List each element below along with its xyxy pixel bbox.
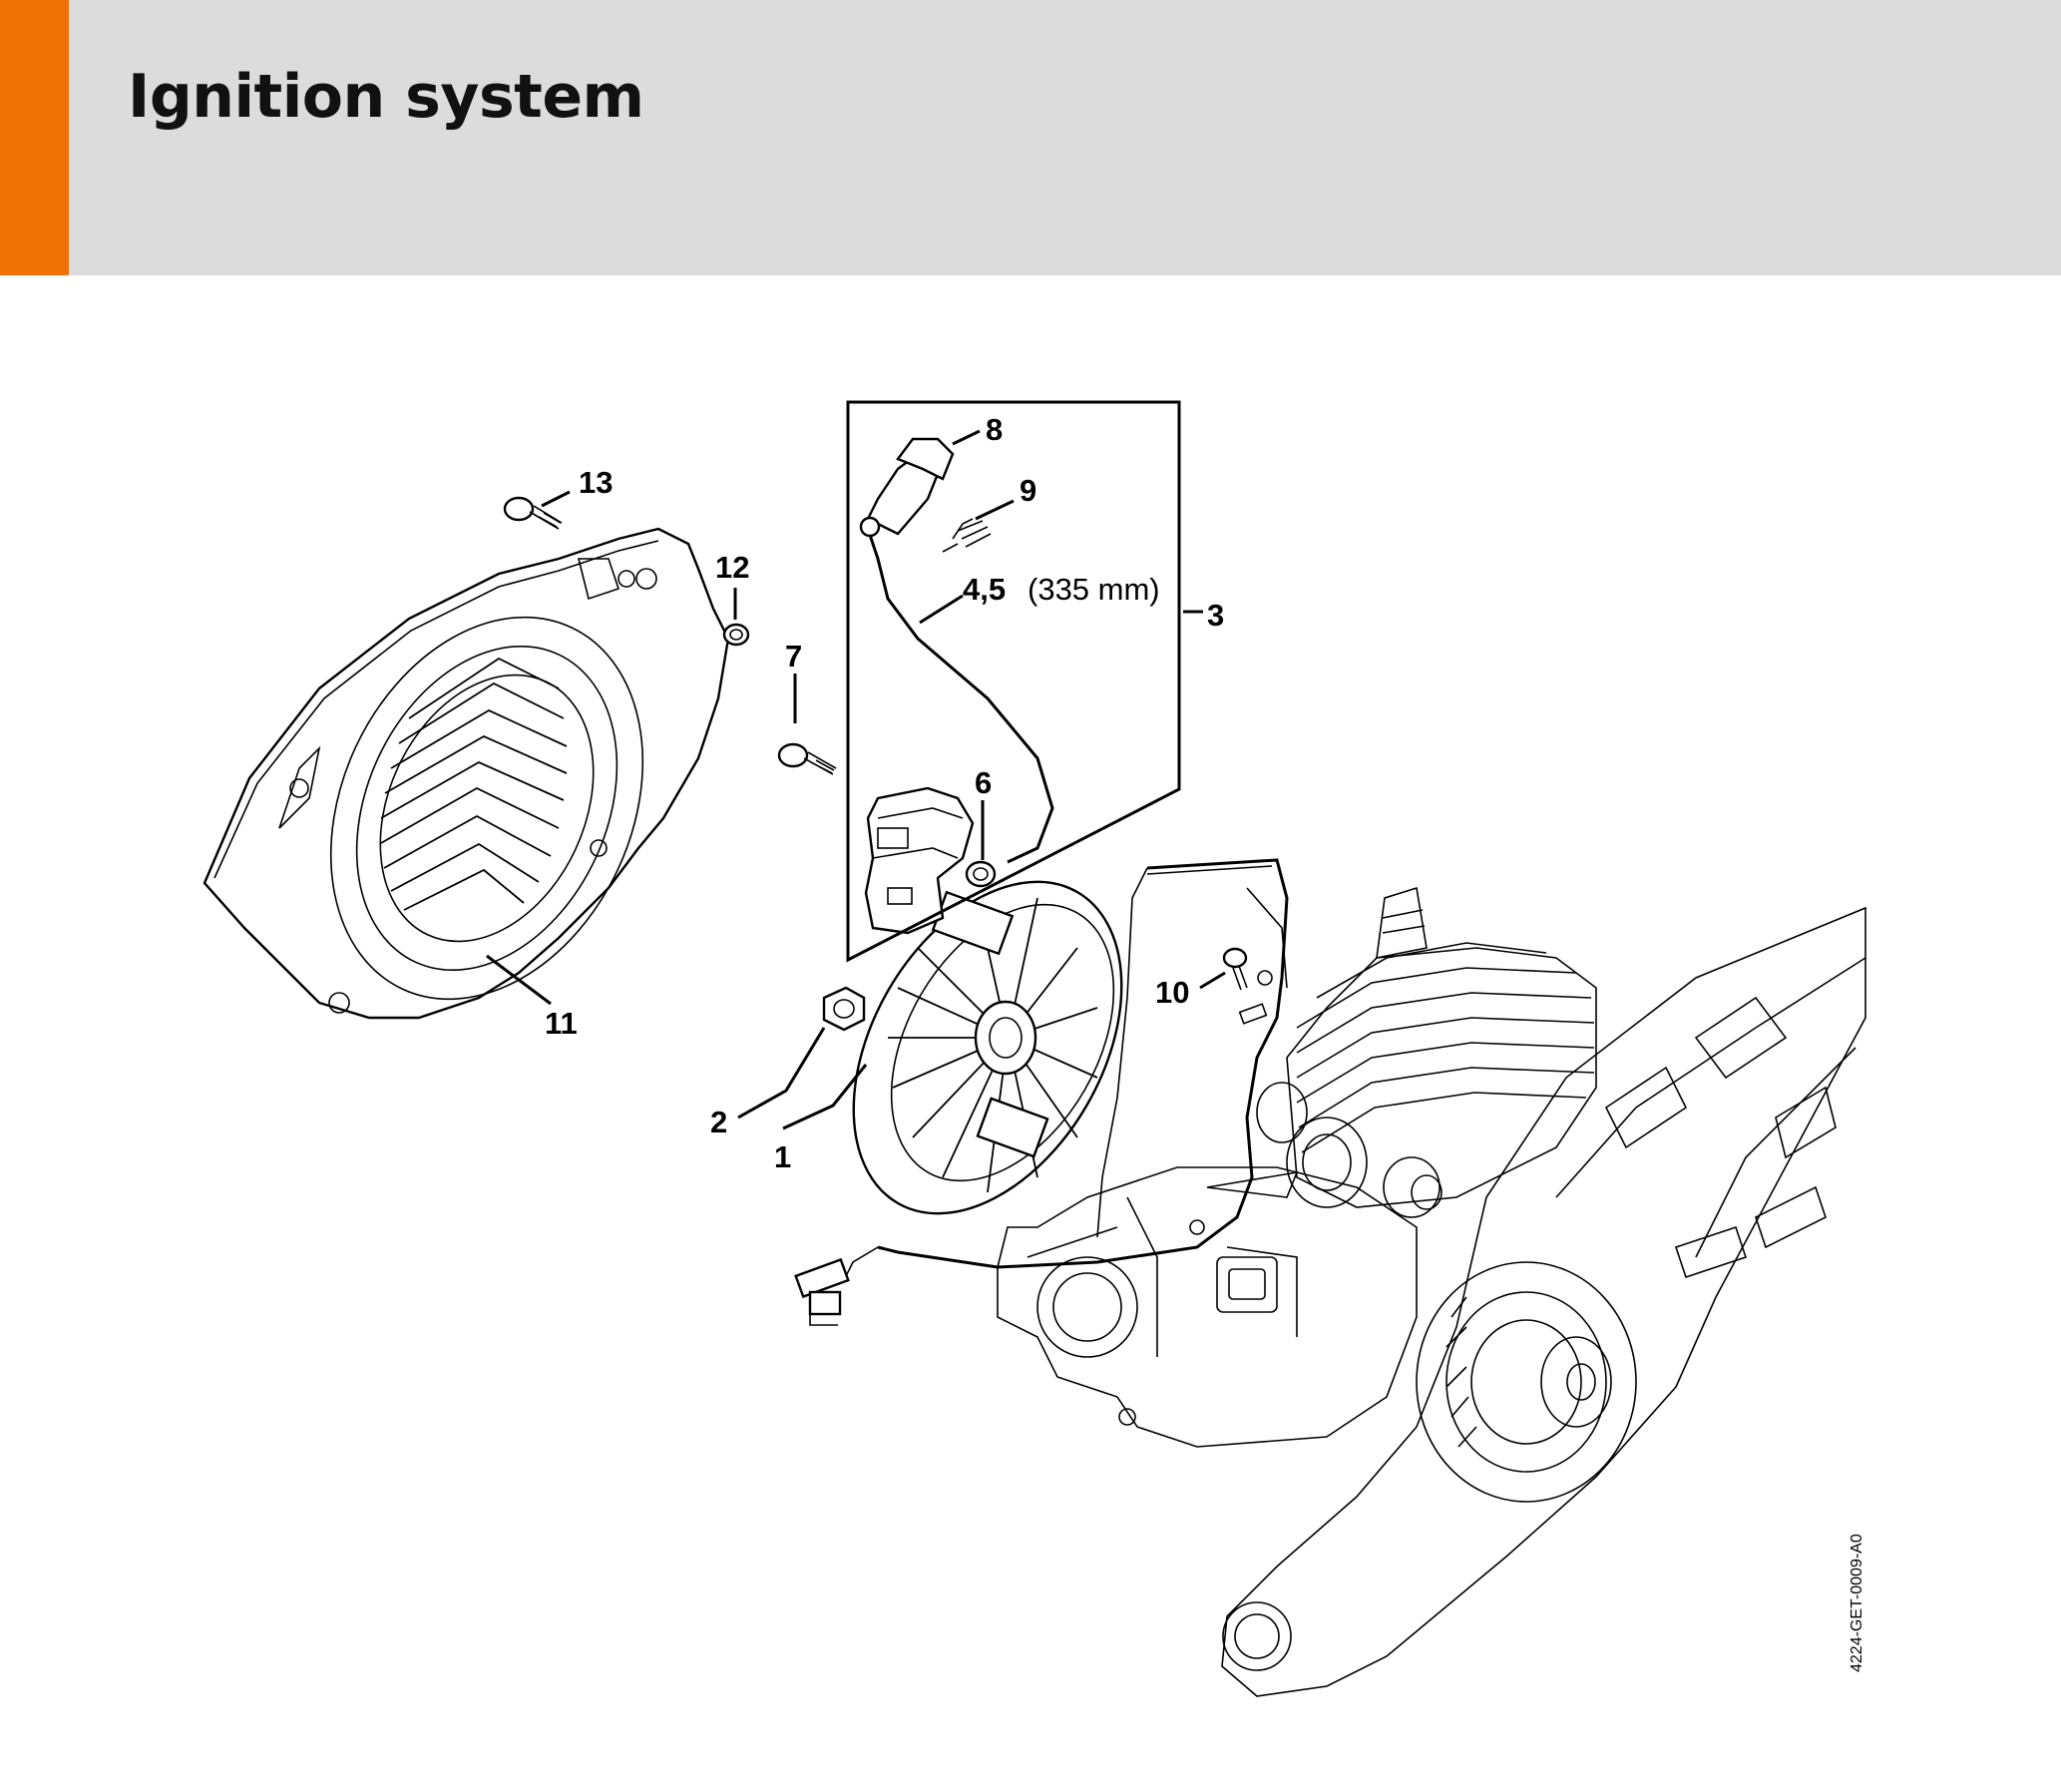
leader-2: [737, 1027, 826, 1120]
leader-10: [1199, 971, 1226, 990]
leader-8: [952, 429, 981, 446]
callout-2: 2: [710, 1105, 727, 1139]
callout-3: 3: [1207, 598, 1224, 633]
leader-4-5: [919, 594, 964, 625]
page-title: Ignition system: [128, 62, 644, 132]
callout-7: 7: [785, 639, 802, 673]
grommet-part-6: [965, 860, 997, 888]
engine-crankcase-drawing: [794, 858, 1866, 1697]
group-3-frame: [846, 400, 1181, 963]
screw-part-13: [503, 496, 563, 530]
spark-plug-boot-part-8: [859, 437, 955, 538]
leg-spring-part-9: [942, 518, 992, 553]
fan-wheel-part-1: [852, 880, 1123, 1215]
callout-13: 13: [579, 465, 613, 500]
callout-10: 10: [1155, 975, 1189, 1010]
header-accent-bar: [0, 0, 69, 275]
drawing-code: 4224-GET-0009-A0: [1849, 1534, 1865, 1672]
leader-9: [975, 499, 1015, 521]
sleeve-part-12: [722, 623, 750, 647]
leader-1: [782, 1064, 868, 1130]
page-header: [0, 0, 2061, 275]
callout-9: 9: [1020, 473, 1036, 508]
callout-leaders: [486, 429, 1226, 1130]
nut-part-2: [822, 986, 866, 1032]
callout-8: 8: [986, 412, 1003, 447]
screw-part-10: [1222, 947, 1273, 1025]
leader-11: [486, 954, 552, 1006]
leader-13: [541, 490, 571, 508]
callout-11: 11: [545, 1006, 578, 1041]
callout-12: 12: [715, 550, 749, 585]
ignition-module-part-3: [864, 786, 975, 935]
callout-4-5: 4,5: [963, 572, 1006, 607]
screw-part-7: [777, 742, 837, 775]
callout-6: 6: [975, 765, 992, 800]
callout-4-5-length: (335 mm): [1028, 572, 1160, 607]
grommet-hole: [973, 867, 989, 881]
callout-1: 1: [774, 1139, 791, 1174]
fan-housing-part-11: [203, 527, 730, 1020]
ignition-lead-part-4-5: [866, 528, 1054, 864]
